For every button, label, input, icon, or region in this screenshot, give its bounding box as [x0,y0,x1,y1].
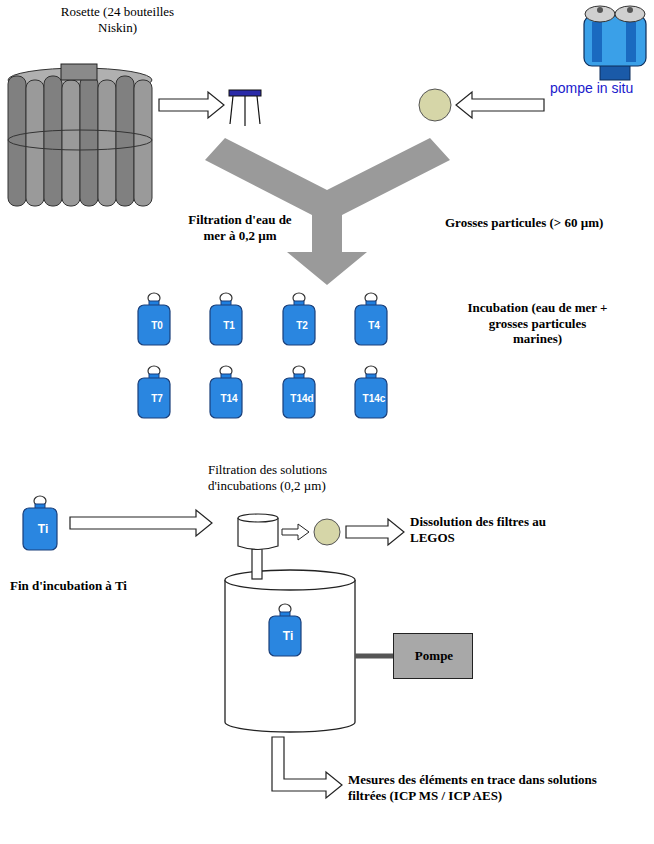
node-label: Rosette (24 bouteilles Niskin) [55,4,180,35]
incubation-bottle: T14 [209,365,249,419]
bottle-label: T14c [354,378,394,419]
filter-leg [244,96,245,126]
bottle-outline [209,292,249,346]
funnel-top [238,514,278,522]
hollow-arrow [456,92,544,118]
niskin-bottle [8,76,26,206]
filter-leg [257,96,260,124]
filtration-note: Filtration des solutions d'incubations (… [208,462,358,493]
filter-outline [228,86,262,128]
bottle-label: T14d [282,378,322,419]
filter-disc [314,519,340,545]
rosette-probe [61,64,97,80]
particle-disc: Grosses particules (> 60 µm) [418,88,452,122]
niskin-bottle [62,80,80,206]
incubation-bottle: T4 [354,292,394,346]
hollow-arrow [346,519,404,545]
pump-tube [592,22,602,62]
incubation-bottle: T0 [137,292,177,346]
filter-head [615,6,645,22]
bottle-outline [354,292,394,346]
niskin-bottle [116,76,134,206]
filter-head [585,6,615,22]
filter-icon: Filtration d'eau de mer à 0,2 µm [228,86,262,128]
node-label: Grosses particules (> 60 µm) [445,215,650,231]
funnel-neck [252,549,262,579]
bottle-label: T4 [354,305,394,346]
niskin-bottle [98,80,116,206]
bottle-outline [137,365,177,419]
incubation-bottle: T1 [209,292,249,346]
pump-pipe [355,654,395,659]
bottle-label: Ti [268,616,308,657]
incubation-bottle: T14c [354,365,394,419]
node-label: Filtration d'eau de mer à 0,2 µm [185,212,295,243]
niskin-bottle [80,76,98,206]
incubation-note: Incubation (eau de mer + grosses particu… [465,300,610,347]
dissolution-note: Dissolution des filtres au LEGOS [410,514,560,545]
rosette-ring [8,130,152,150]
pump-housing [584,16,646,66]
filter-funnel [238,518,278,550]
bottle-label: T1 [209,305,249,346]
disc-outline [418,88,452,122]
filter-knob [627,7,633,13]
filter-plate [229,90,261,96]
step-note: Fin d'incubation à Ti [10,578,160,594]
small-arrow [282,524,309,540]
cylinder-top [225,570,355,590]
pump-tube [626,22,636,62]
incubation-bottle: T7 [137,365,177,419]
bottle-outline [282,365,322,419]
bottle-label: T7 [137,378,177,419]
in-situ-pump: pompe in situ [548,0,650,112]
hollow-arrow [70,510,212,536]
node-label: Pompe [394,634,474,678]
bottle-outline [209,365,249,419]
niskin-bottle [44,76,62,206]
bottle-label: T2 [282,305,322,346]
hollow-arrow [272,737,342,798]
hollow-arrow [159,92,224,118]
rosette-outline [5,50,155,212]
merge-arrow [205,138,450,285]
rosette-sampler: Rosette (24 bouteilles Niskin) [5,50,155,212]
incubation-bottle: T2 [282,292,322,346]
filtration-cylinder [225,580,355,732]
bottle-label: T0 [137,305,177,346]
bottle-outline [137,292,177,346]
pump-box: Pompe [393,633,473,679]
bottle-outline [354,365,394,419]
incubation-bottle: T14d [282,365,322,419]
incubation-bottle: Ti [268,603,308,657]
niskin-bottle [26,80,44,206]
bottle-label: Ti [22,508,64,551]
bottle-outline [282,292,322,346]
filter-leg [230,96,233,124]
measurement-note: Mesures des éléments en trace dans solut… [348,772,638,803]
filter-knob [597,7,603,13]
particle-disc-shape [419,89,451,121]
bottle-label: T14 [209,378,249,419]
node-label: pompe in situ [550,80,648,97]
incubation-bottle: Ti [22,495,64,551]
